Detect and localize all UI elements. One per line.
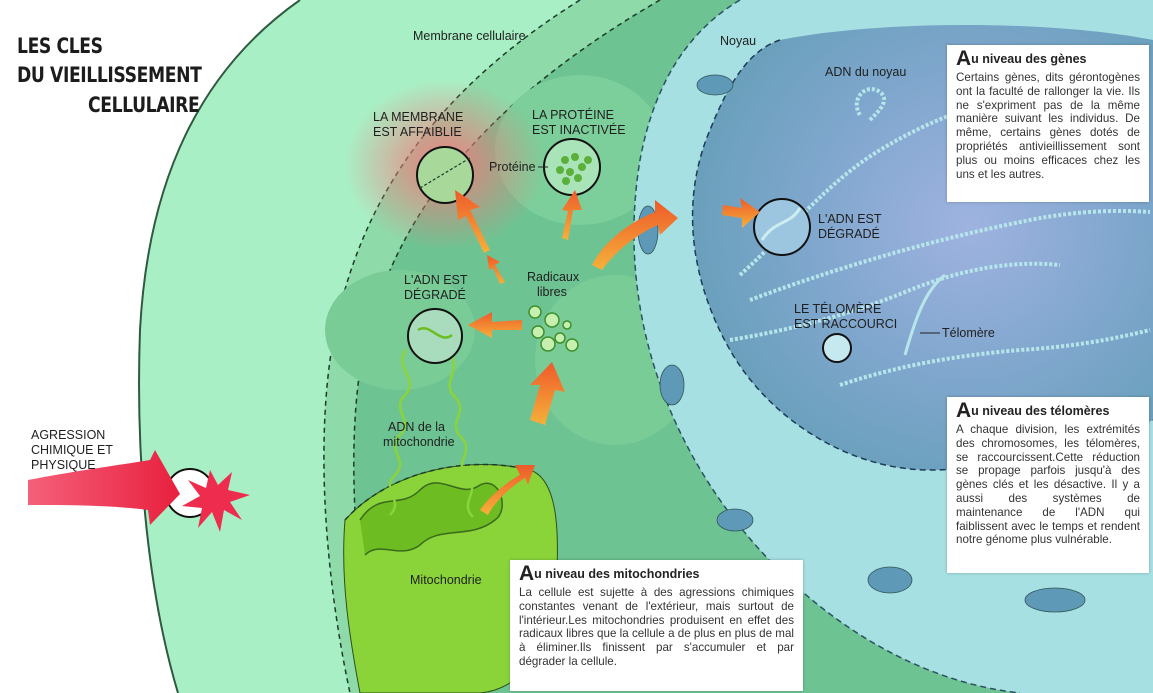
label-telomere: Télomère bbox=[942, 326, 995, 340]
label-adn-degrade-mito-1: L'ADN EST bbox=[404, 273, 468, 287]
mitochondria-outline bbox=[344, 463, 531, 521]
nucleus-edge bbox=[633, 0, 1021, 693]
info-box-telomeres-title: Au niveau des télomères bbox=[956, 399, 1110, 422]
zoom-protein bbox=[543, 138, 601, 196]
aggression-burst bbox=[182, 470, 250, 532]
label-adn-du-noyau: ADN du noyau bbox=[825, 65, 907, 79]
label-membrane-affaiblie-1: LA MEMBRANE bbox=[373, 110, 464, 124]
info-box-mitochondries-text: La cellule est sujette à des agressions … bbox=[519, 586, 794, 668]
aggression-arrow bbox=[28, 450, 180, 525]
nuclear-pore bbox=[1024, 587, 1086, 613]
label-adn-degrade-noyau-1: L'ADN EST bbox=[818, 212, 882, 226]
label-radicaux-2: libres bbox=[537, 285, 567, 299]
label-noyau: Noyau bbox=[720, 34, 757, 48]
label-mitochondrie: Mitochondrie bbox=[410, 573, 482, 587]
label-agression-1: AGRESSION bbox=[31, 428, 106, 442]
mito-dna-coil bbox=[388, 349, 412, 516]
info-box-genes: Au niveau des gènes Certains gènes, dits… bbox=[947, 45, 1149, 202]
info-box-genes-title: Au niveau des gènes bbox=[956, 47, 1087, 70]
title-line-1: LES CLES bbox=[17, 34, 103, 58]
label-membrane-cellulaire: Membrane cellulaire bbox=[413, 29, 526, 43]
nuclear-pore bbox=[716, 508, 754, 532]
label-proteine-inactivee-2: EST INACTIVÉE bbox=[532, 123, 626, 137]
zoom-membrane bbox=[416, 146, 474, 204]
label-telomere-raccourci-2: EST RACCOURCI bbox=[794, 317, 898, 331]
label-telomere-raccourci-1: LE TÉLOMÈRE bbox=[794, 302, 882, 316]
info-box-mitochondries: Au niveau des mitochondries La cellule e… bbox=[510, 560, 803, 691]
nuclear-pore bbox=[659, 364, 685, 406]
label-agression-3: PHYSIQUE bbox=[31, 458, 96, 472]
outer-cell-edge bbox=[138, 0, 301, 693]
title-line-2: DU VIEILLISSEMENT bbox=[17, 63, 202, 87]
title-line-3: CELLULAIRE bbox=[88, 93, 200, 117]
zoom-nucleus-dna bbox=[753, 198, 811, 256]
label-adn-degrade-mito-2: DÉGRADÉ bbox=[404, 288, 466, 302]
arrows-radicals bbox=[455, 190, 760, 515]
info-box-telomeres: Au niveau des télomères A chaque divisio… bbox=[947, 397, 1149, 573]
label-proteine: Protéine bbox=[489, 160, 536, 174]
nuclear-pore bbox=[696, 74, 734, 96]
free-radicals bbox=[528, 305, 579, 352]
nuclear-pore bbox=[867, 566, 913, 594]
zoom-mito-dna bbox=[407, 308, 463, 364]
label-adn-mito-1: ADN de la bbox=[388, 420, 445, 434]
label-radicaux-1: Radicaux bbox=[527, 270, 580, 284]
label-agression-2: CHIMIQUE ET bbox=[31, 443, 113, 457]
zoom-telomere bbox=[822, 333, 852, 363]
label-membrane-affaiblie-2: EST AFFAIBLIE bbox=[373, 125, 462, 139]
label-adn-degrade-noyau-2: DÉGRADÉ bbox=[818, 227, 880, 241]
label-proteine-inactivee-1: LA PROTÉINE bbox=[532, 108, 614, 122]
label-adn-mito-2: mitochondrie bbox=[383, 435, 455, 449]
info-box-genes-text: Certains gènes, dits gérontogènes ont la… bbox=[956, 71, 1140, 181]
info-box-telomeres-text: A chaque division, les extrémités des ch… bbox=[956, 423, 1140, 547]
info-box-mitochondries-title: Au niveau des mitochondries bbox=[519, 562, 700, 585]
telomere-strand bbox=[903, 273, 946, 356]
mito-dna-coil bbox=[448, 354, 474, 518]
